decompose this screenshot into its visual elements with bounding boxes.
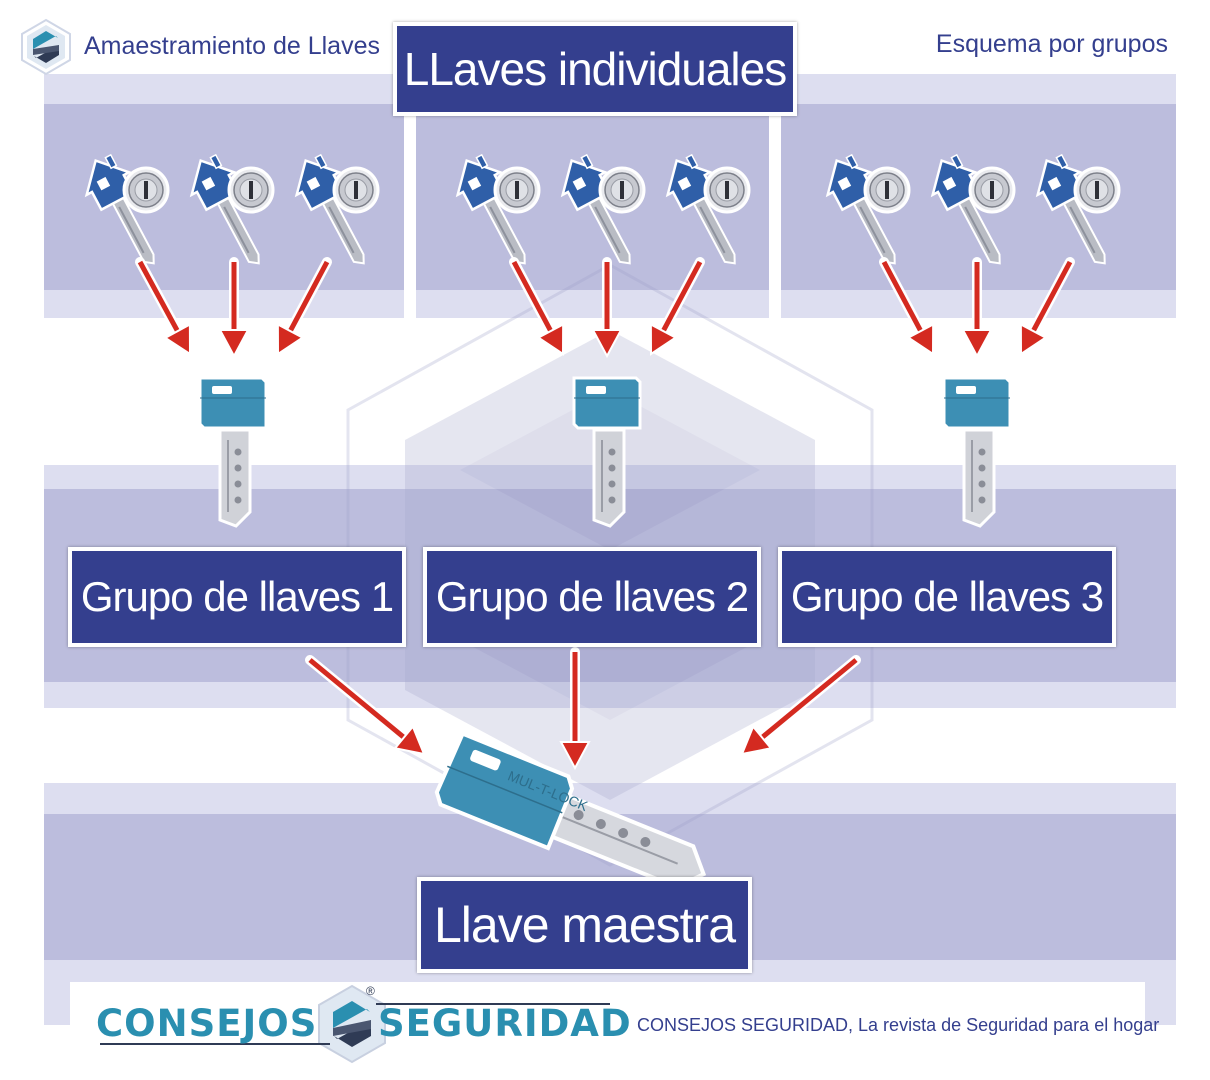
group-key-icon bbox=[942, 376, 1012, 528]
registered-mark: ® bbox=[366, 984, 375, 998]
arrow-icon bbox=[961, 257, 993, 359]
lock-cylinder-icon bbox=[1073, 166, 1121, 214]
band-gap bbox=[769, 74, 781, 318]
lock-cylinder-icon bbox=[227, 166, 275, 214]
master-key-icon: MUL-T-LOCK bbox=[434, 731, 707, 890]
lock-cylinder-icon bbox=[703, 166, 751, 214]
group-label-3: Grupo de llaves 3 bbox=[778, 547, 1116, 647]
arrow-icon bbox=[649, 257, 705, 356]
house-key-icon bbox=[84, 153, 155, 265]
footer-tagline: CONSEJOS SEGURIDAD, La revista de Seguri… bbox=[637, 1015, 1160, 1035]
arrow-icon bbox=[559, 647, 591, 771]
arrow-icon bbox=[305, 655, 426, 756]
house-key-icon bbox=[560, 153, 631, 265]
lock-cylinder-icon bbox=[493, 166, 541, 214]
group-label-2: Grupo de llaves 2 bbox=[423, 547, 761, 647]
footer-logo-icon bbox=[318, 984, 386, 1064]
group-label-1: Grupo de llaves 1 bbox=[68, 547, 406, 647]
house-key-icon bbox=[930, 153, 1001, 265]
arrow-icon bbox=[591, 257, 623, 359]
arrow-icon bbox=[1019, 257, 1075, 356]
house-key-icon bbox=[665, 153, 736, 265]
group-key-icon bbox=[572, 376, 642, 528]
footer-panel bbox=[70, 982, 1145, 1080]
header-logo-icon bbox=[21, 18, 71, 76]
lock-cylinder-icon bbox=[863, 166, 911, 214]
group-key-icon bbox=[198, 376, 268, 528]
footer-brand-right: SEGURIDAD bbox=[378, 1002, 632, 1045]
arrow-icon bbox=[509, 257, 565, 356]
band-gap bbox=[404, 74, 416, 318]
lock-cylinder-icon bbox=[122, 166, 170, 214]
arrow-icon bbox=[218, 257, 250, 359]
house-key-icon bbox=[455, 153, 526, 265]
master-key-label: Llave maestra bbox=[417, 877, 752, 973]
lock-cylinder-icon bbox=[968, 166, 1016, 214]
arrow-icon bbox=[740, 655, 861, 756]
main-title: LLaves individuales bbox=[393, 22, 797, 116]
lock-cylinder-icon bbox=[598, 166, 646, 214]
header-right-title: Esquema por grupos bbox=[935, 30, 1168, 58]
footer-brand-left: CONSEJOS bbox=[96, 1002, 318, 1045]
lock-cylinder-icon bbox=[332, 166, 380, 214]
header-left-title: Amaestramiento de Llaves bbox=[84, 32, 380, 60]
house-key-icon bbox=[294, 153, 365, 265]
arrow-icon bbox=[135, 257, 192, 356]
arrow-icon bbox=[879, 257, 935, 356]
house-key-icon bbox=[1035, 153, 1106, 265]
house-key-icon bbox=[825, 153, 896, 265]
arrow-icon bbox=[276, 257, 332, 356]
